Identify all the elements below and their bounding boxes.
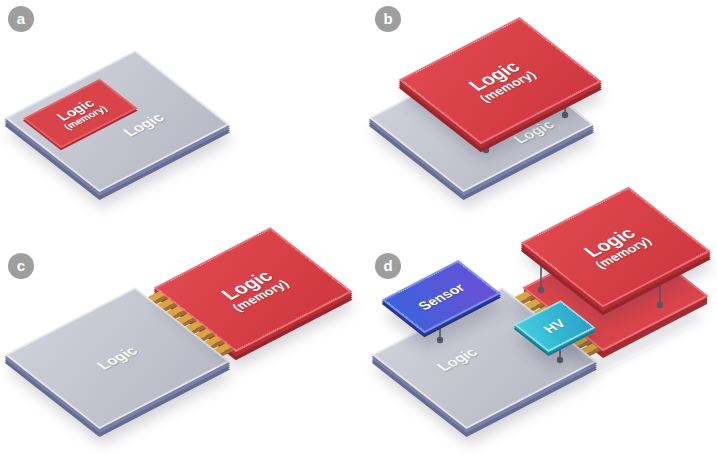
bump-gap [577,340,591,348]
chip-label: Sensor [415,281,468,311]
bump-gap [220,348,234,356]
chip-label: Logic [120,111,167,139]
logic-die: LogicLogic(memory) [8,52,227,190]
bump [515,291,532,301]
panel-letter: d [375,253,401,279]
bump [581,343,598,353]
chip-label: Logic [434,346,481,374]
bump-gap [172,310,186,318]
bump-gap [201,333,215,341]
bump-gap [163,303,177,311]
bump-gap [587,348,601,356]
chip-label: Logic [94,344,141,372]
panel-letter: b [375,6,401,32]
bump-gap [182,318,196,326]
bump-gap [191,325,205,333]
memory-block: Logic(memory) [26,81,134,146]
chip-label: HV [540,317,569,335]
bump-gap [210,340,224,348]
pin-dot [658,303,663,308]
bump-gap [520,296,534,304]
pin-dot [539,288,544,293]
memory-die: Logic(memory) [524,189,707,305]
panel-letter: a [8,6,34,32]
bump-gap [153,296,167,304]
bump [572,336,589,346]
panel-letter: c [8,253,34,279]
bump [524,299,541,309]
bump-gap [530,303,544,311]
